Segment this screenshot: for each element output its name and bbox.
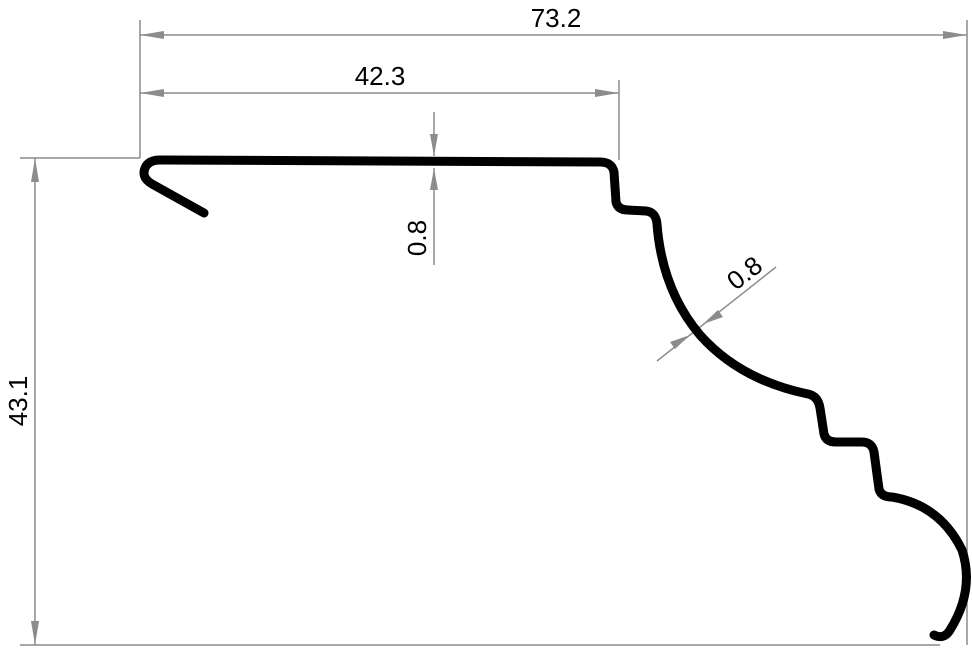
dimension-label-overall-width: 73.2 <box>531 3 582 33</box>
extension-lines <box>20 20 968 646</box>
dimension-top-thickness: 0.8 <box>402 112 438 265</box>
dimension-label-overall-height: 43.1 <box>3 376 33 427</box>
dimension-label-curve-thickness: 0.8 <box>721 250 768 296</box>
arrow-right-icon <box>943 31 967 39</box>
dimension-top-flat-width: 42.3 <box>140 61 619 97</box>
dimension-label-top-thickness: 0.8 <box>402 220 432 256</box>
arrow-down-icon <box>430 134 438 156</box>
arrow-right-icon <box>595 89 619 97</box>
dimension-overall-height: 43.1 <box>3 158 39 645</box>
arrow-in-icon <box>670 335 690 349</box>
dimension-label-top-flat-width: 42.3 <box>355 61 406 91</box>
arrow-left-icon <box>140 31 164 39</box>
arrow-left-icon <box>140 89 164 97</box>
dimension-overall-width: 73.2 <box>140 3 967 39</box>
arrow-up-icon <box>31 158 39 182</box>
arrow-in-icon <box>703 310 723 324</box>
arrow-down-icon <box>31 621 39 645</box>
arrow-up-icon <box>430 168 438 190</box>
profile-outline <box>139 155 971 642</box>
